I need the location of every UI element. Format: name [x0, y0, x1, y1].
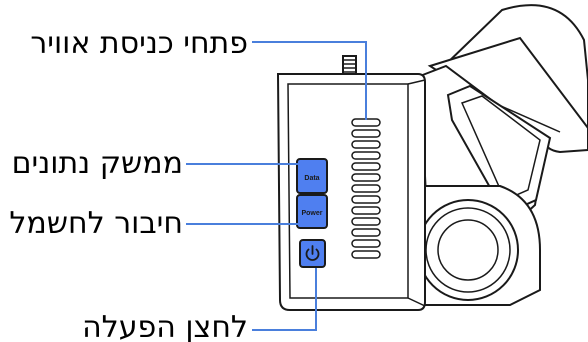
data-port: Data [296, 158, 328, 194]
callout-lines [186, 41, 367, 331]
label-power-button: לחצן הפעלה [82, 310, 248, 342]
antenna [342, 55, 357, 77]
power-port: Power [296, 194, 328, 229]
data-port-label: Data [304, 175, 319, 182]
power-button [299, 239, 326, 268]
callout-line-air-vents [252, 41, 367, 120]
lens-ring [405, 185, 541, 306]
power-symbol-icon [305, 245, 320, 261]
air-vents [351, 118, 381, 259]
label-power-port: חיבור לחשמל [9, 206, 183, 241]
power-port-label: Power [301, 210, 322, 217]
callout-line-power-button [252, 268, 317, 331]
label-data-port: ממשק נתונים [11, 146, 183, 181]
label-air-vents: פתחי כניסת אוויר [30, 26, 248, 61]
